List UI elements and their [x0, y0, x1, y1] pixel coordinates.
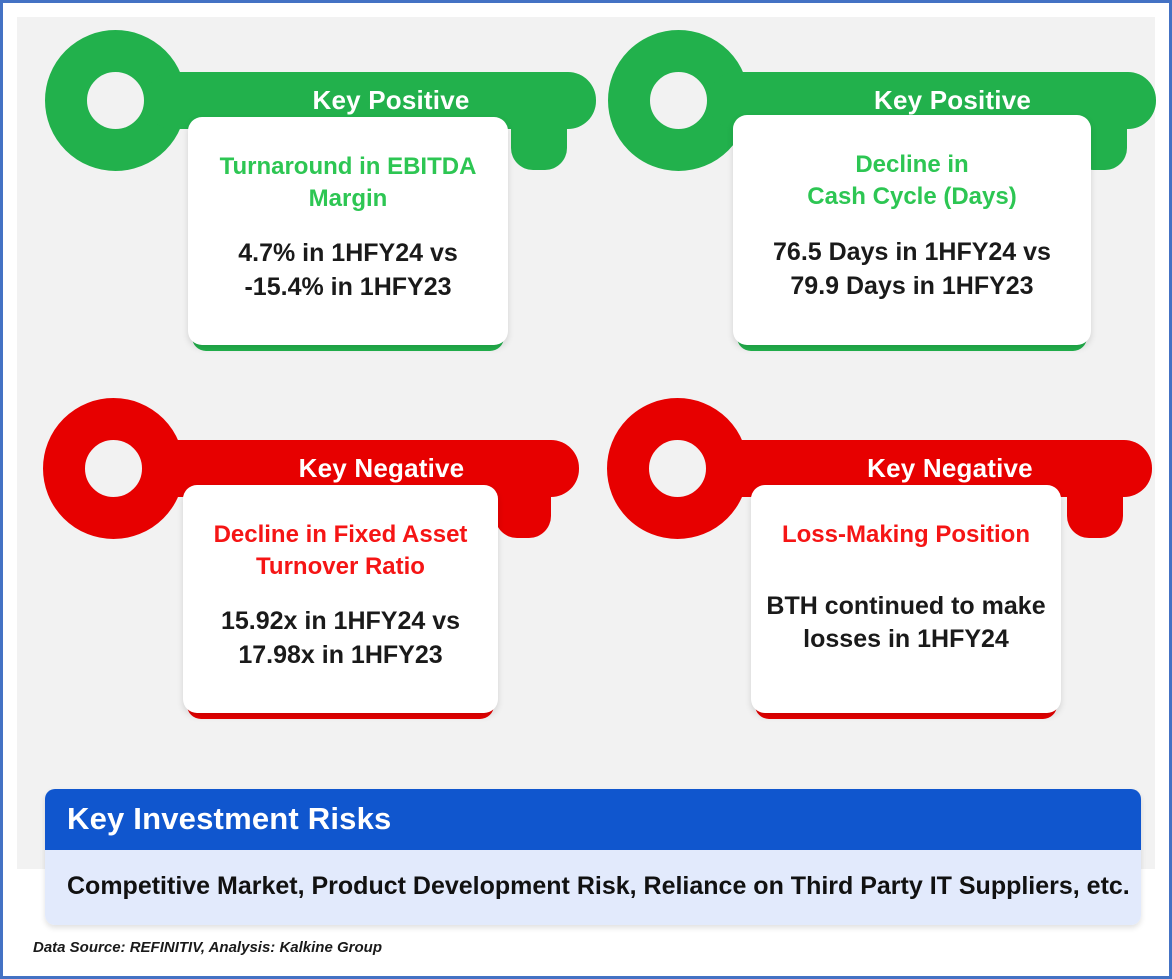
card-4[interactable]: Loss-Making Position BTH continued to ma…	[751, 485, 1061, 719]
key-tooth-3	[495, 482, 551, 538]
key-label-2: Key Positive	[873, 85, 1032, 115]
card-value-1: 4.7% in 1HFY24 vs -15.4% in 1HFY23	[238, 239, 458, 301]
key-investment-risks-box: Key Investment Risks Competitive Market,…	[45, 789, 1141, 925]
key-tooth-4	[1067, 482, 1123, 538]
key-label-1: Key Positive	[312, 85, 470, 115]
data-source-footnote: Data Source: REFINITIV, Analysis: Kalkin…	[33, 939, 382, 956]
risks-body: Competitive Market, Product Development …	[45, 850, 1141, 925]
card-title-1: Turnaround in EBITDA Margin	[219, 153, 477, 212]
key-shape-1: Key Positive	[45, 30, 596, 171]
card-body-2: Decline in Cash Cycle (Days) 76.5 Days i…	[733, 115, 1091, 345]
card-value-4: BTH continued to make losses in 1HFY24	[766, 591, 1046, 653]
card-body-1: Turnaround in EBITDA Margin 4.7% in 1HFY…	[188, 117, 508, 345]
key-label-4: Key Negative	[867, 453, 1033, 483]
key-label-3: Key Negative	[298, 453, 465, 483]
card-title-3: Decline in Fixed Asset Turnover Ratio	[213, 521, 468, 580]
card-value-3: 15.92x in 1HFY24 vs 17.98x in 1HFY23	[220, 607, 461, 669]
card-1[interactable]: Turnaround in EBITDA Margin 4.7% in 1HFY…	[188, 117, 508, 351]
risks-header: Key Investment Risks	[45, 789, 1141, 850]
card-title-4: Loss-Making Position	[781, 521, 1030, 548]
card-2[interactable]: Decline in Cash Cycle (Days) 76.5 Days i…	[733, 115, 1091, 351]
card-value-2: 76.5 Days in 1HFY24 vs 79.9 Days in 1HFY…	[773, 238, 1051, 300]
card-3[interactable]: Decline in Fixed Asset Turnover Ratio 15…	[183, 485, 498, 719]
card-title-2: Decline in Cash Cycle (Days)	[807, 151, 1017, 210]
card-body-4: Loss-Making Position BTH continued to ma…	[751, 485, 1061, 713]
key-tooth-1	[511, 114, 567, 170]
card-body-3: Decline in Fixed Asset Turnover Ratio 15…	[183, 485, 498, 713]
